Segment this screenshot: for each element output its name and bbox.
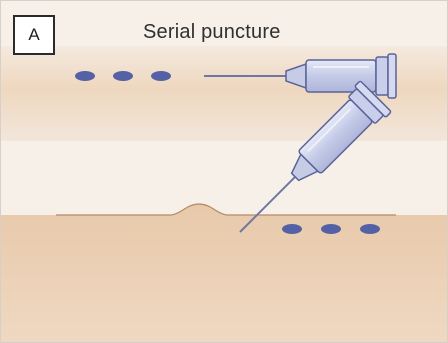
- lower-puncture-dots: [282, 224, 380, 234]
- top-puncture-dots: [75, 71, 171, 81]
- lower-skin-region: [1, 204, 447, 342]
- puncture-dot: [360, 224, 380, 234]
- puncture-dot: [321, 224, 341, 234]
- puncture-dot: [113, 71, 133, 81]
- puncture-dot: [151, 71, 171, 81]
- puncture-dot: [282, 224, 302, 234]
- diagram-title: Serial puncture: [143, 21, 281, 44]
- syringe-flange: [376, 57, 388, 95]
- panel-label: A: [13, 15, 55, 55]
- plunger-cap: [388, 54, 396, 98]
- puncture-dot: [75, 71, 95, 81]
